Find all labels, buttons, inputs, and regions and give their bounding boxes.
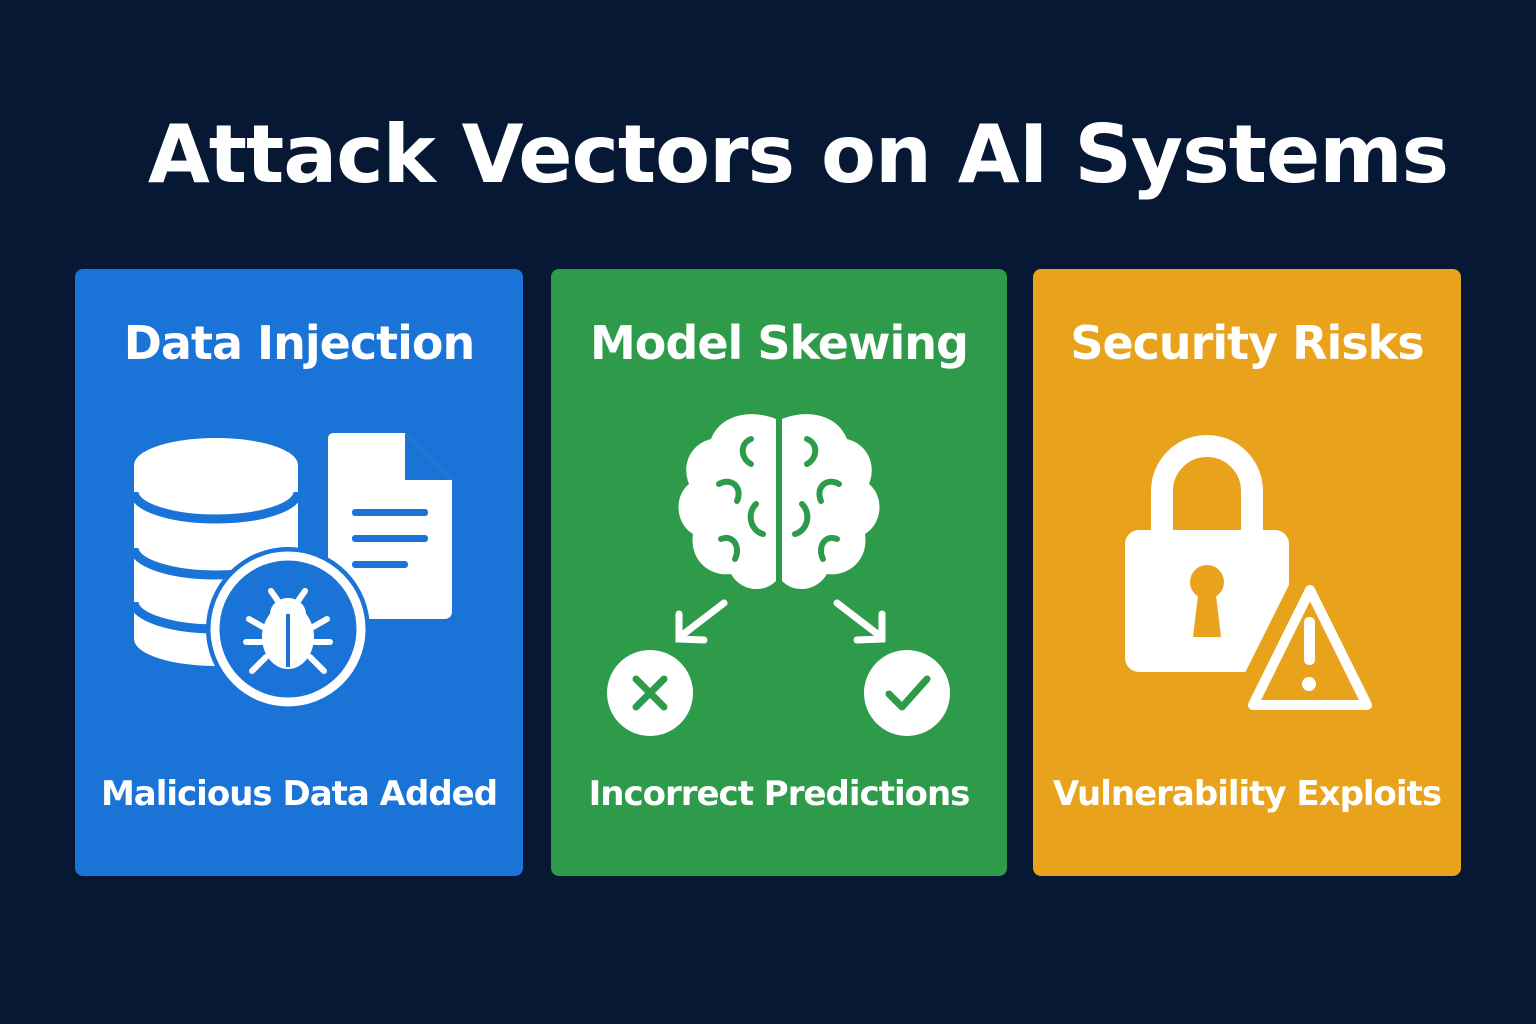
arrow-down-right-icon bbox=[833, 599, 886, 644]
bug-icon bbox=[206, 547, 370, 711]
card-caption: Incorrect Predictions bbox=[588, 774, 971, 814]
data-injection-illustration bbox=[129, 433, 452, 711]
model-skewing-illustration bbox=[607, 414, 950, 736]
card-security-risks: Security Risks Vulnerability Exploits bbox=[1033, 269, 1461, 876]
security-risks-illustration bbox=[1125, 435, 1394, 725]
check-icon bbox=[864, 650, 950, 736]
card-model-skewing: Model Skewing bbox=[551, 269, 1007, 876]
card-heading: Data Injection bbox=[123, 316, 475, 370]
warning-icon bbox=[1227, 559, 1394, 725]
card-heading: Model Skewing bbox=[590, 316, 969, 370]
cross-icon bbox=[607, 650, 693, 736]
card-heading: Security Risks bbox=[1070, 316, 1424, 370]
padlock-icon bbox=[1125, 435, 1289, 672]
brain-icon bbox=[678, 414, 880, 590]
document-icon bbox=[328, 433, 452, 619]
card-caption: Malicious Data Added bbox=[100, 774, 498, 814]
card-caption: Vulnerability Exploits bbox=[1052, 774, 1442, 814]
card-data-injection: Data Injection bbox=[75, 269, 523, 876]
arrow-down-left-icon bbox=[675, 599, 728, 644]
page-title: Attack Vectors on AI Systems bbox=[147, 108, 1449, 201]
